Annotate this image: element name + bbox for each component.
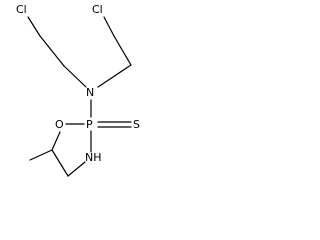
bond-cl-ch2-left bbox=[27, 16, 41, 37]
atom-label-nh-ring: NH bbox=[85, 151, 102, 164]
atom-label-n-amine: N bbox=[86, 86, 94, 99]
bond-ch2-ch2-right bbox=[113, 35, 132, 66]
atom-label-p-center: P bbox=[86, 118, 93, 131]
atom-label-cl-right: Cl bbox=[92, 3, 103, 16]
chemical-structure-diagram: Cl Cl N O P S NH bbox=[16, 3, 140, 177]
atom-label-cl-left: Cl bbox=[16, 3, 27, 16]
bond-ch2-n-right bbox=[97, 64, 132, 88]
bond-o-ch bbox=[51, 131, 61, 151]
bond-ch2-ch2-left bbox=[39, 35, 65, 67]
atom-label-o-ring: O bbox=[55, 118, 64, 131]
bond-ch-methyl bbox=[29, 149, 53, 161]
bond-ch2-n-left bbox=[63, 65, 87, 88]
bond-ch-ch2-ring bbox=[51, 149, 69, 177]
bond-cl-ch2-right bbox=[103, 16, 115, 37]
bond-ch2-nh-ring bbox=[67, 161, 86, 177]
atom-label-s-thione: S bbox=[133, 118, 140, 131]
